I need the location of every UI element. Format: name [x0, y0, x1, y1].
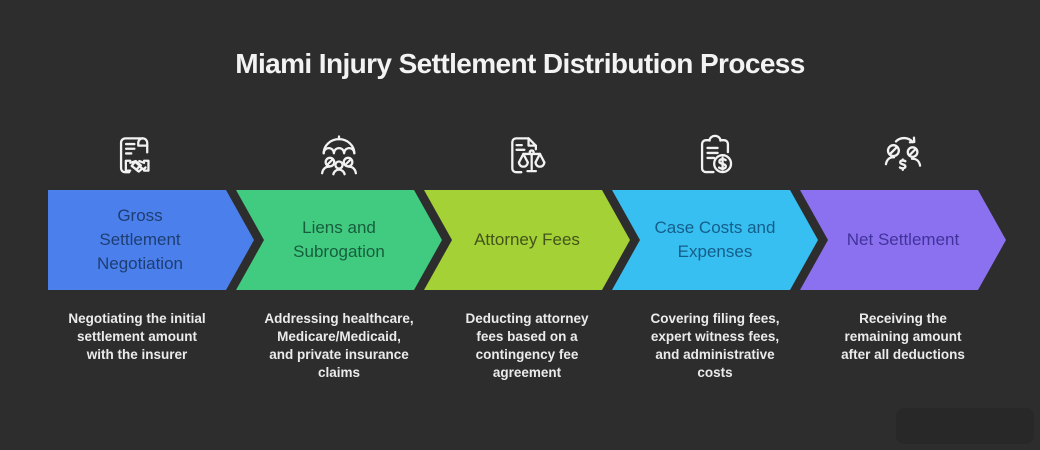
step-description: Deducting attorney fees based on a conti…	[465, 311, 589, 380]
legal-document-scales-icon	[511, 137, 546, 174]
step-icon-row	[800, 128, 1006, 180]
step-icon-row	[424, 128, 630, 180]
step: Attorney Fees Deducting attorney fees ba…	[424, 128, 630, 382]
step-label: Case Costs and Expenses	[654, 217, 776, 261]
step-description: Receiving the remaining amount after all…	[841, 311, 965, 362]
step-chevron: Net Settlement	[800, 190, 1006, 290]
step-chevron: Attorney Fees	[424, 190, 630, 290]
contract-handshake-icon	[119, 137, 150, 174]
step: Liens and Subrogation Addressing healthc…	[236, 128, 442, 382]
step: Case Costs and Expenses Covering filing …	[612, 128, 818, 382]
step-description: Addressing healthcare, Medicare/Medicaid…	[264, 311, 414, 380]
step-description-row: Deducting attorney fees based on a conti…	[424, 310, 630, 382]
step-chevron: Gross Settlement Negotiation	[48, 190, 254, 290]
step-chevron: Case Costs and Expenses	[612, 190, 818, 290]
clipboard-dollar-icon	[700, 134, 733, 174]
step-label: Liens and Subrogation	[293, 217, 385, 261]
step-label: Attorney Fees	[474, 229, 580, 249]
page-title: Miami Injury Settlement Distribution Pro…	[235, 48, 805, 79]
step-description-row: Negotiating the initial settlement amoun…	[48, 310, 254, 364]
step-description-row: Receiving the remaining amount after all…	[800, 310, 1006, 364]
process-steps: Gross Settlement Negotiation Negotiating…	[48, 128, 1006, 382]
step-icon-row	[612, 128, 818, 180]
step-chevron: Liens and Subrogation	[236, 190, 442, 290]
people-money-exchange-icon	[884, 136, 922, 172]
step-label: Gross Settlement Negotiation	[96, 205, 183, 274]
step-icon-row	[48, 128, 254, 180]
step-description: Covering filing fees, expert witness fee…	[650, 311, 780, 380]
step-description: Negotiating the initial settlement amoun…	[68, 311, 206, 362]
step: Net Settlement Receiving the remaining a…	[800, 128, 1006, 382]
step-description-row: Addressing healthcare, Medicare/Medicaid…	[236, 310, 442, 382]
step-label: Net Settlement	[846, 229, 960, 249]
umbrella-family-icon	[320, 135, 358, 176]
watermark-placeholder	[896, 408, 1034, 444]
step: Gross Settlement Negotiation Negotiating…	[48, 128, 254, 382]
step-description-row: Covering filing fees, expert witness fee…	[612, 310, 818, 382]
step-icon-row	[236, 128, 442, 180]
